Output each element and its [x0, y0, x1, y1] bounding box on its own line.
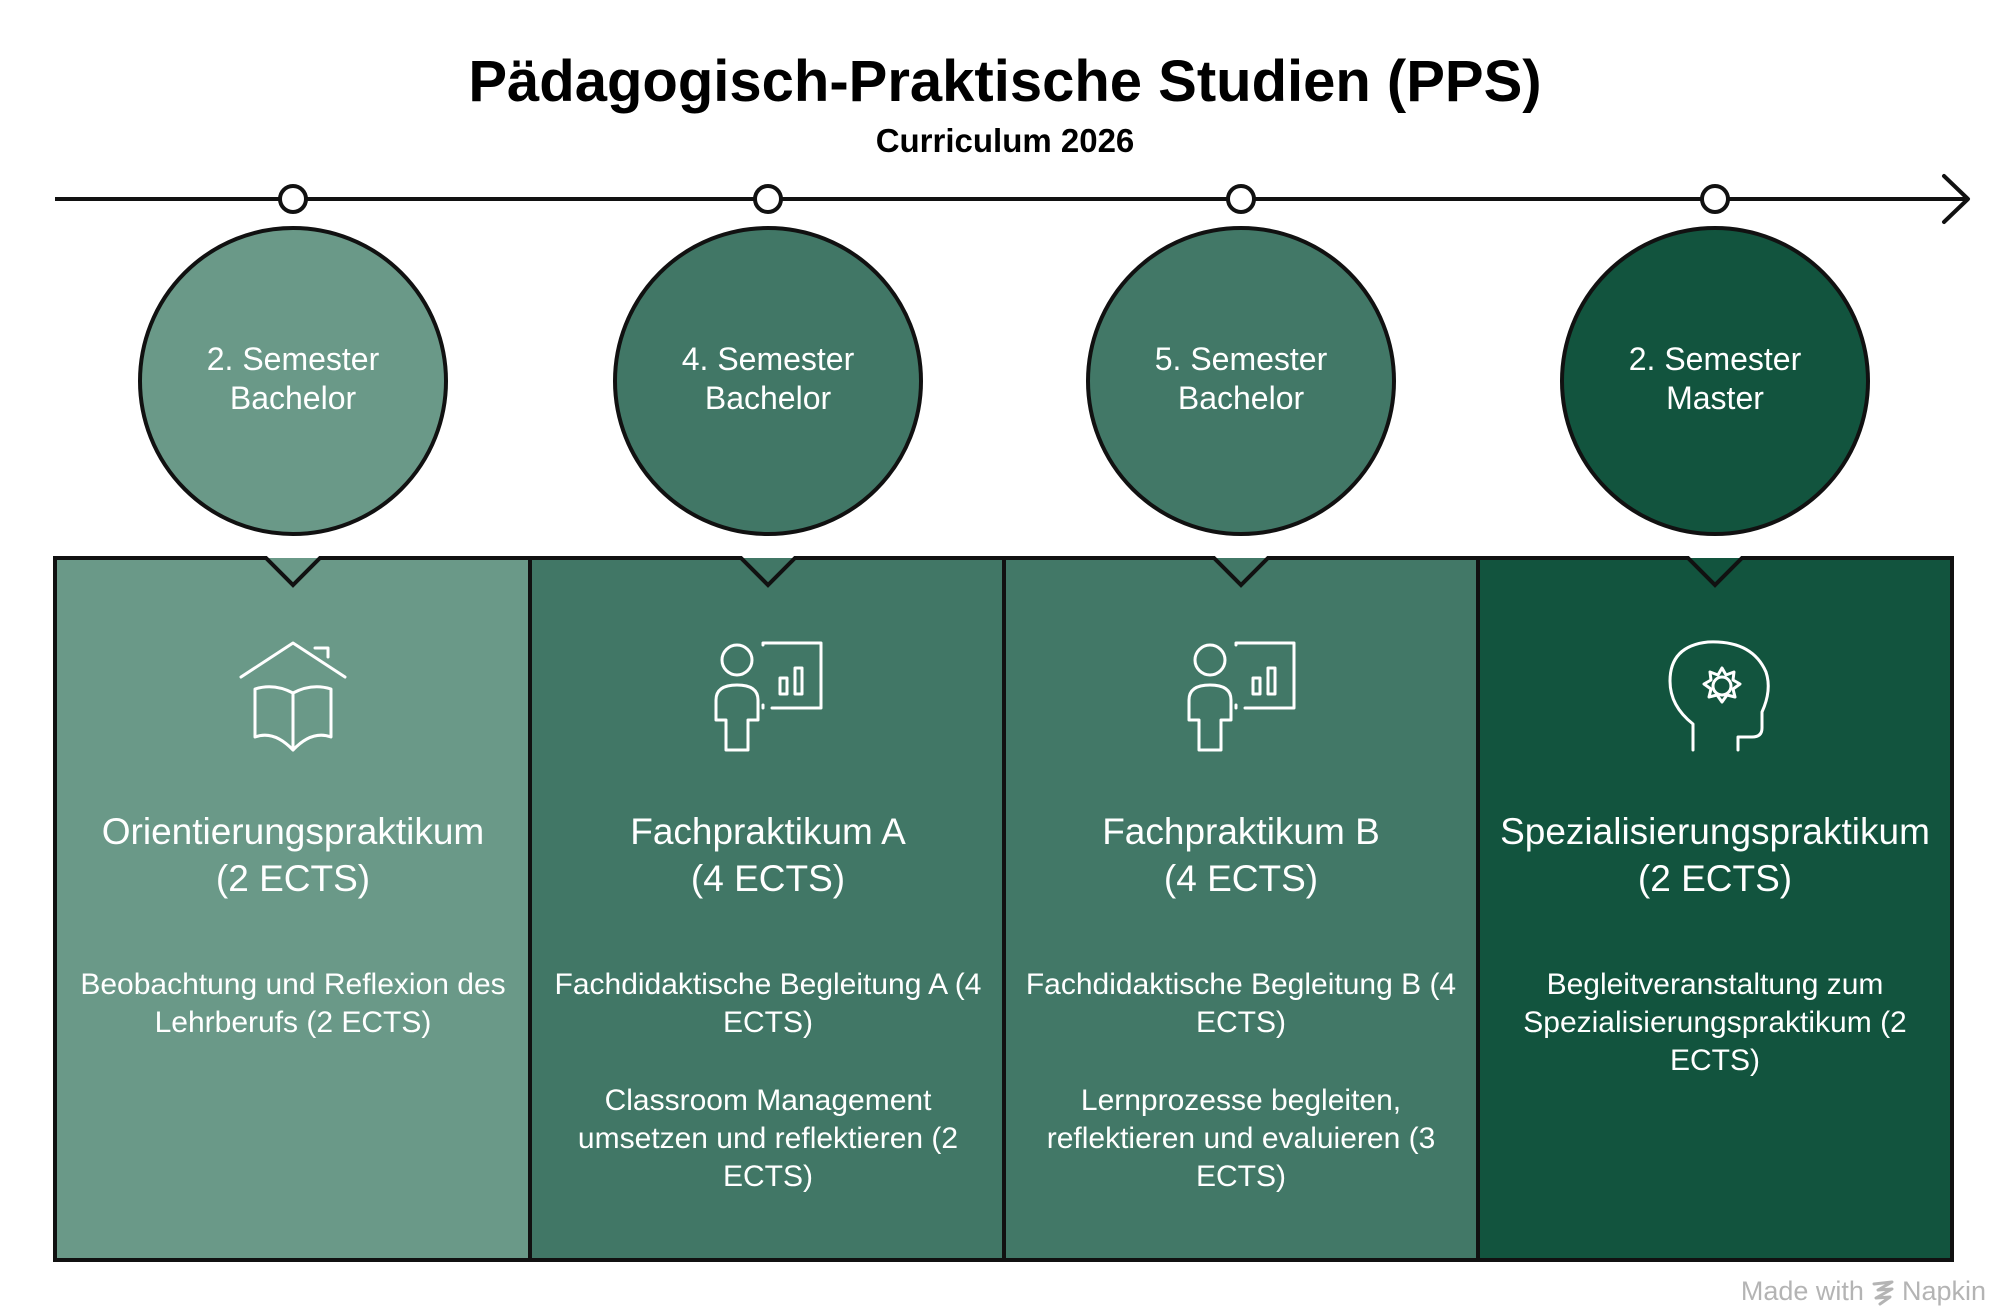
semester-level: Bachelor — [704, 380, 832, 416]
house-book-icon — [239, 641, 347, 752]
stage-description-4: Begleitveranstaltung zum Spezialisierung… — [1490, 966, 1940, 1080]
stage-description-3: Fachdidaktische Begleitung B (4 ECTS) Le… — [1016, 966, 1466, 1196]
stage-name: Spezialisierungspraktikum — [1500, 811, 1930, 852]
stage-title-4: Spezialisierungspraktikum (2 ECTS) — [1480, 808, 1950, 902]
page-title: Pädagogisch-Praktische Studien (PPS) — [468, 49, 1542, 114]
semester-label-2: 4. Semester Bachelor — [618, 340, 918, 418]
course-item: Begleitveranstaltung zum Spezialisierung… — [1523, 968, 1907, 1077]
semester-label-1: 2. Semester Bachelor — [143, 340, 443, 418]
semester-circle-3 — [1086, 226, 1396, 536]
course-item: Fachdidaktische Begleitung B (4 ECTS) — [1025, 968, 1457, 1039]
stage-title-3: Fachpraktikum B (4 ECTS) — [1006, 808, 1476, 902]
semester-label-4: 2. Semester Master — [1565, 340, 1865, 418]
course-item: Lernprozesse begleiten, reflektieren und… — [1046, 1084, 1436, 1193]
panel-outline — [53, 556, 1954, 1262]
presenter-chart-icon — [714, 641, 823, 752]
semester-circle-4 — [1560, 226, 1870, 536]
stage-panel-3 — [1004, 558, 1478, 1260]
semester-number: 5. Semester — [1154, 341, 1328, 377]
stage-panel-2 — [530, 558, 1004, 1260]
watermark-brand: Napkin — [1901, 1276, 1986, 1306]
stage-description-1: Beobachtung und Reflexion des Lehrberufs… — [68, 966, 518, 1042]
stage-ects: (4 ECTS) — [690, 858, 846, 899]
timeline-marker-4 — [1700, 184, 1730, 214]
timeline-marker-3 — [1226, 184, 1256, 214]
course-item: Fachdidaktische Begleitung A (4 ECTS) — [554, 968, 982, 1039]
page-subtitle: Curriculum 2026 — [875, 122, 1135, 159]
semester-number: 2. Semester — [206, 341, 380, 377]
semester-circle-2 — [613, 226, 923, 536]
semester-level: Master — [1666, 380, 1764, 416]
stage-panel-4 — [1478, 558, 1952, 1260]
stage-ects: (2 ECTS) — [215, 858, 371, 899]
stage-name: Fachpraktikum A — [630, 811, 906, 852]
stage-description-2: Fachdidaktische Begleitung A (4 ECTS) Cl… — [543, 966, 993, 1196]
semester-level: Bachelor — [229, 380, 357, 416]
course-item: Classroom Management umsetzen und reflek… — [577, 1084, 959, 1193]
napkin-watermark: Made with Napkin — [1741, 1276, 1986, 1307]
timeline-arrow-icon — [1942, 174, 1970, 224]
napkin-logo-icon — [1872, 1280, 1894, 1305]
head-gear-icon — [1668, 640, 1770, 752]
watermark-prefix: Made with — [1740, 1276, 1864, 1306]
stage-title-1: Orientierungspraktikum (2 ECTS) — [58, 808, 528, 902]
stage-panel-1 — [55, 558, 530, 1260]
timeline-marker-2 — [753, 184, 783, 214]
presenter-chart-icon — [1187, 641, 1296, 752]
stage-ects: (4 ECTS) — [1163, 858, 1319, 899]
semester-number: 4. Semester — [681, 341, 855, 377]
stage-ects: (2 ECTS) — [1637, 858, 1793, 899]
semester-label-3: 5. Semester Bachelor — [1091, 340, 1391, 418]
stage-name: Orientierungspraktikum — [101, 811, 485, 852]
stage-name: Fachpraktikum B — [1102, 811, 1380, 852]
course-item: Beobachtung und Reflexion des Lehrberufs… — [80, 968, 506, 1039]
semester-level: Bachelor — [1177, 380, 1305, 416]
semester-number: 2. Semester — [1628, 341, 1802, 377]
semester-circle-1 — [138, 226, 448, 536]
stage-title-2: Fachpraktikum A (4 ECTS) — [533, 808, 1003, 902]
timeline-marker-1 — [278, 184, 308, 214]
